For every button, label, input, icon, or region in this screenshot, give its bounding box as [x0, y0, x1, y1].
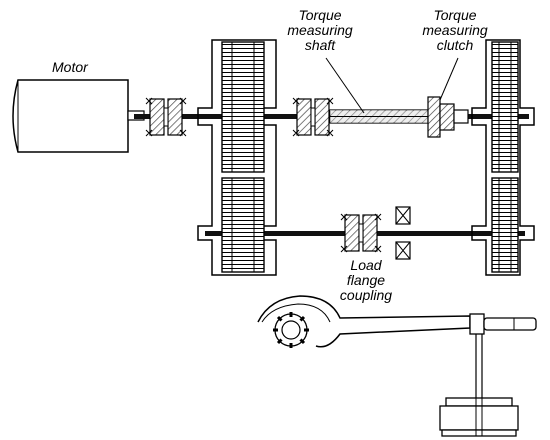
right-gearbox-housing: [471, 39, 535, 276]
load-flange-coupling-label: Load flange coupling: [339, 257, 393, 303]
torque-measuring-shaft-label: Torque measuring shaft: [287, 7, 353, 53]
load-flange-coupling: [340, 213, 382, 253]
clamped-gear: [273, 312, 309, 348]
right-lower-gear: [491, 177, 519, 273]
torque-measuring-shaft: [329, 109, 429, 124]
motor-label: Motor: [52, 59, 88, 75]
left-upper-gear: [221, 41, 265, 173]
right-upper-gear: [491, 41, 519, 173]
bearing-blocks: [395, 206, 411, 260]
motor: [12, 79, 145, 153]
weight-hanger: [475, 334, 483, 400]
label-leaders: [325, 57, 459, 114]
torque-lever-arm: [257, 295, 537, 348]
left-lower-gear: [221, 177, 265, 273]
shaft-input-coupling: [292, 97, 334, 137]
torque-measuring-clutch: [427, 96, 469, 138]
weight-stack: [439, 397, 519, 437]
motor-coupling: [145, 97, 187, 137]
torque-measuring-clutch-label: Torque measuring clutch: [422, 7, 488, 53]
